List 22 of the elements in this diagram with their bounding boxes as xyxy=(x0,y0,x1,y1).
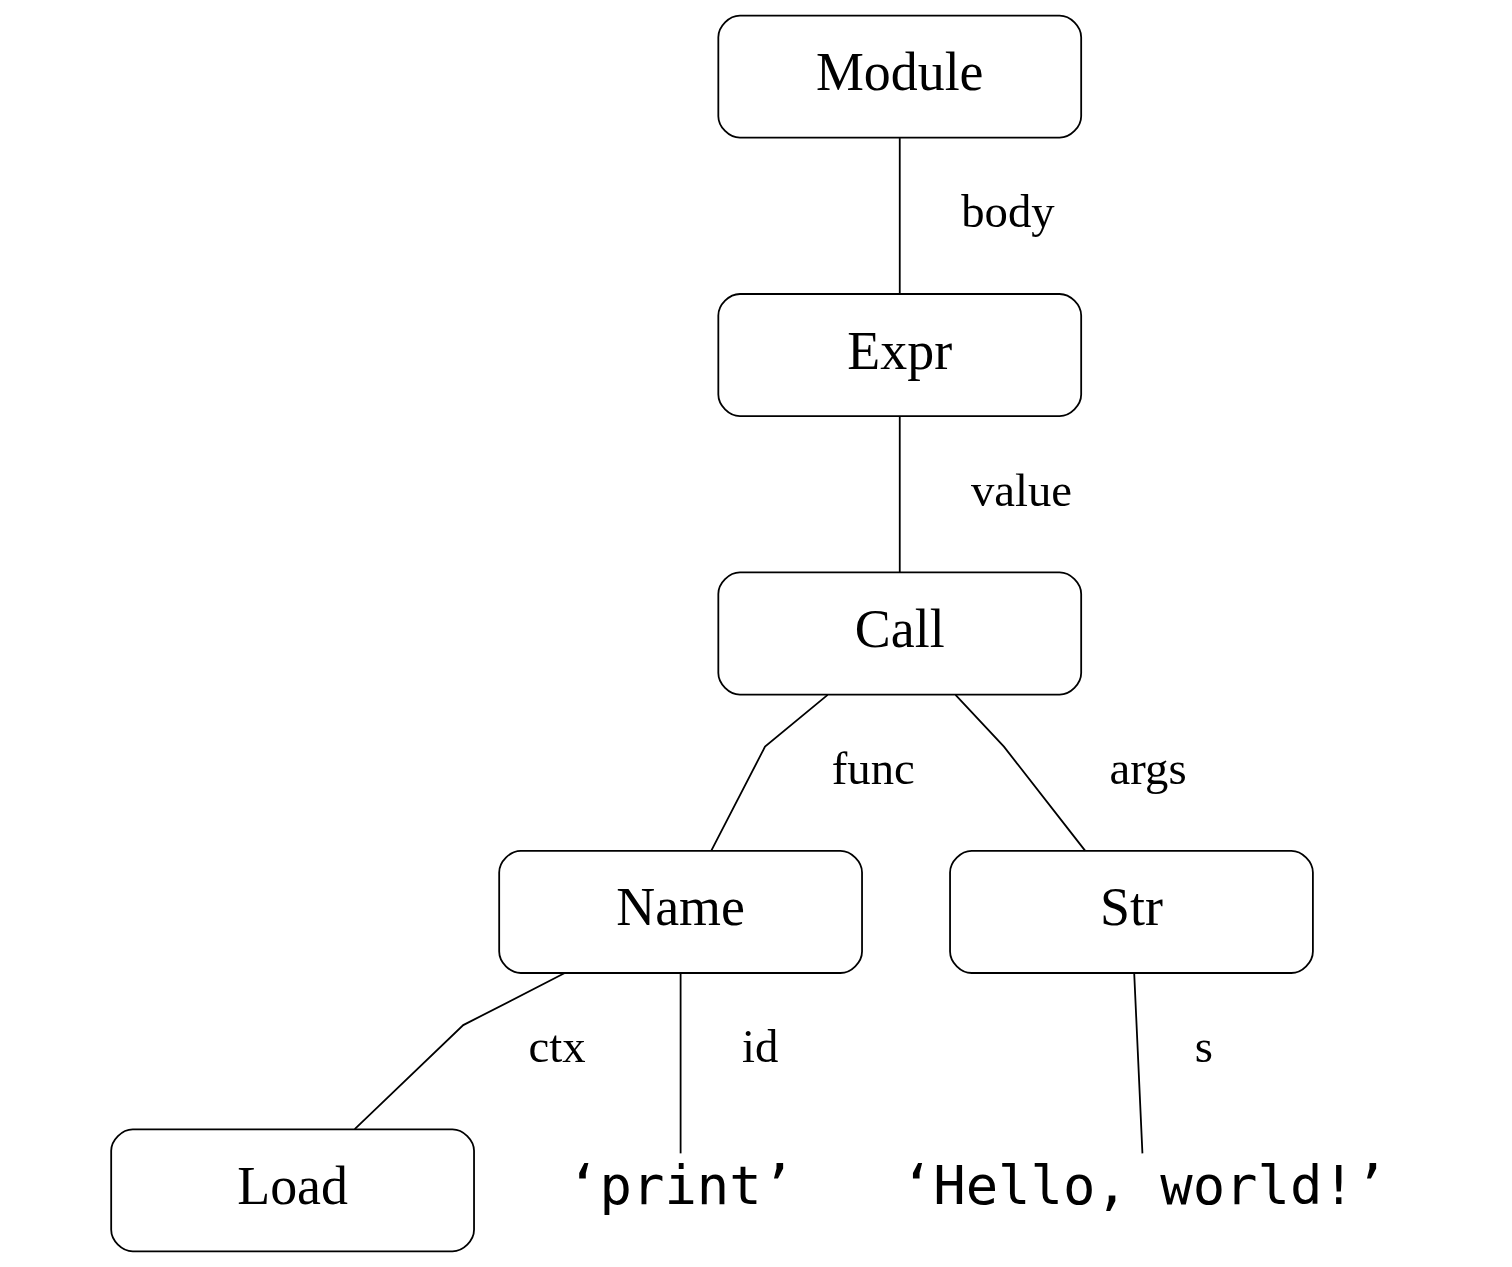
node-text: ‘Hello, world!’ xyxy=(900,1153,1387,1217)
edge-label: ctx xyxy=(528,1020,586,1073)
connector xyxy=(898,415,901,574)
node-box: Str xyxy=(948,849,1314,974)
connector xyxy=(898,137,901,295)
node-box: Module xyxy=(716,14,1082,139)
node-box: Expr xyxy=(716,293,1082,418)
edge-label: id xyxy=(741,1020,778,1073)
edge-label: s xyxy=(1194,1020,1213,1073)
connector xyxy=(1132,972,1143,1155)
connector xyxy=(353,972,565,1130)
edge-label: func xyxy=(831,742,915,795)
connector xyxy=(679,972,681,1155)
edge-label: value xyxy=(970,463,1072,516)
edge-label: body xyxy=(960,185,1055,238)
connector xyxy=(709,694,829,852)
connector xyxy=(954,694,1086,852)
node-box: Load xyxy=(109,1128,475,1253)
edge-label: args xyxy=(1109,742,1187,795)
node-box: Name xyxy=(497,849,863,974)
node-box: Call xyxy=(716,571,1082,696)
node-text: ‘print’ xyxy=(566,1153,794,1217)
